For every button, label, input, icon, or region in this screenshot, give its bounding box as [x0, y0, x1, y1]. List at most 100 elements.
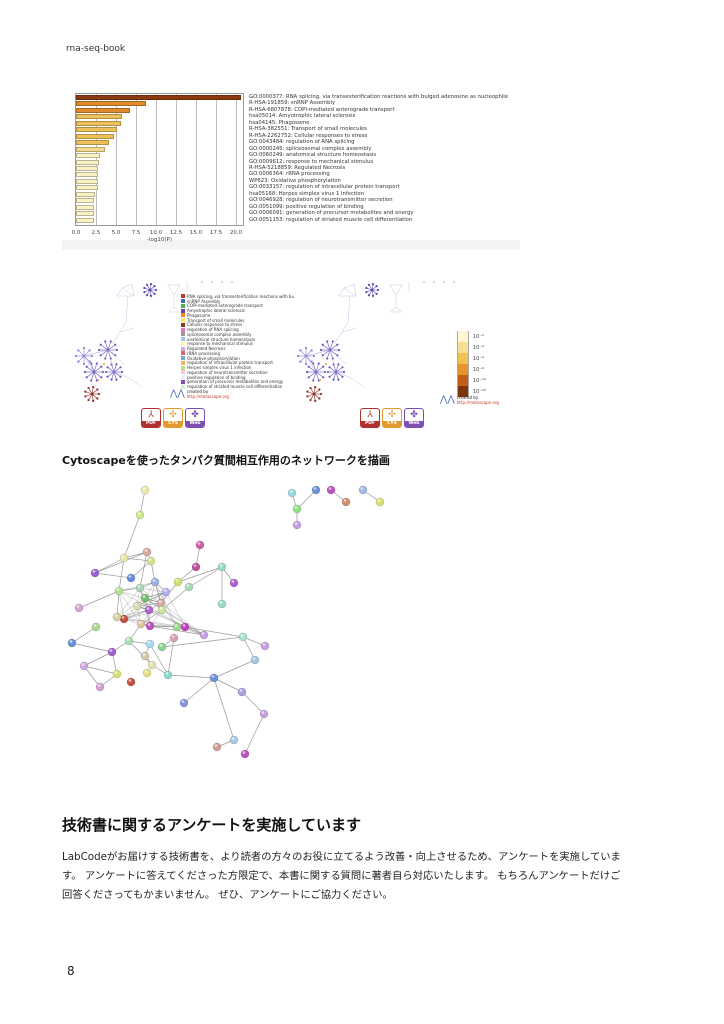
- legend-item: Amyotrophic lateral sclerosis: [181, 308, 294, 313]
- legend-swatch: [181, 294, 185, 299]
- bar: [76, 165, 99, 171]
- legend-swatch: [181, 384, 185, 389]
- x-tick-label: 17.5: [209, 230, 223, 236]
- ppi-network-graph: [67, 485, 385, 759]
- x-tick-label: 12.5: [169, 230, 183, 236]
- bar: [76, 198, 95, 204]
- legend-item: response to mechanical stimulus: [181, 341, 294, 346]
- bar: [76, 146, 105, 152]
- legend-swatch: [181, 322, 185, 327]
- term-label: GO:0051099: positive regulation of bindi…: [249, 203, 364, 210]
- legend-swatch: [181, 299, 185, 304]
- legend-swatch: [181, 337, 185, 342]
- legend-item: Herpes simplex virus 1 infection: [181, 365, 294, 370]
- term-label: GO:0051153: regulation of striated muscl…: [249, 216, 413, 223]
- bar: [76, 211, 94, 217]
- legend-swatch: [181, 303, 185, 308]
- legend-swatch: [181, 351, 185, 356]
- y-axis-term-labels: GO:0000377: RNA splicing, via transester…: [249, 94, 508, 223]
- legend-swatch: [181, 308, 185, 313]
- legend-item: Regulated Necrosis: [181, 346, 294, 351]
- bar: [76, 101, 147, 107]
- web-download-icon: ✤: [410, 410, 418, 420]
- gridline: [136, 94, 137, 225]
- legend-item: COPI-mediated anterograde transport: [181, 303, 294, 308]
- legend-swatch: [181, 365, 185, 370]
- metascape-network-figure: RNA splicing, via transesterification re…: [62, 262, 518, 436]
- legend-item: Cellular responses to stress: [181, 322, 294, 327]
- metascape-logo-icon: ⋀⋀: [440, 395, 455, 405]
- protein-interaction-network: [62, 482, 392, 762]
- metascape-link[interactable]: http://metascape.org: [456, 400, 499, 405]
- legend-item: RNA splicing, via transesterification re…: [181, 294, 294, 299]
- cys-download-button[interactable]: ✣CYS: [163, 408, 183, 428]
- bar: [76, 114, 122, 120]
- legend-item: regulation of RNA splicing: [181, 327, 294, 332]
- running-head: rna-seq-book: [66, 44, 126, 54]
- chart-plot-area: [75, 93, 244, 226]
- pdf-download-icon: ⅄: [148, 410, 154, 420]
- legend-item: Oxidative phosphorylation: [181, 356, 294, 361]
- legend-swatch: [181, 379, 185, 384]
- gridline: [176, 94, 177, 225]
- web-download-button[interactable]: ✤Web: [404, 408, 424, 428]
- legend-swatch: [181, 356, 185, 361]
- term-label: R-HSA-382551: Transport of small molecul…: [249, 126, 367, 133]
- legend-item: positive regulation of binding: [181, 375, 294, 380]
- colorbar-step: 10⁻²⁰: [457, 386, 486, 397]
- term-label: hsa05168: Herpes simplex virus 1 infecti…: [249, 190, 365, 197]
- colorbar-step: 10⁻¹⁰: [457, 375, 486, 386]
- x-tick-label: 7.5: [131, 230, 141, 236]
- figure-bottom-strip: [62, 240, 520, 250]
- figure-caption: Cytoscapeを使ったタンパク質間相互作用のネットワークを描画: [62, 454, 390, 467]
- legend-swatch: [181, 370, 185, 375]
- metascape-logo-icon: ⋀⋀: [170, 389, 185, 399]
- legend-swatch: [181, 327, 185, 332]
- legend-item: Transport of small molecules: [181, 318, 294, 323]
- gridline: [156, 94, 157, 225]
- term-label: GO:0000245: spliceosomal complex assembl…: [249, 145, 372, 152]
- legend-item: regulation of intracellular protein tran…: [181, 360, 294, 365]
- term-label: hsa04145: Phagosome: [249, 119, 310, 126]
- bar: [76, 159, 100, 165]
- term-label: R-HSA-191859: snRNP Assembly: [249, 100, 336, 107]
- legend-swatch: [181, 346, 185, 351]
- legend-item: spliceosomal complex assembly: [181, 332, 294, 337]
- legend-swatch: [181, 360, 185, 365]
- bar: [76, 95, 241, 100]
- term-label: R-HSA-5218859: Regulated Necrosis: [249, 164, 346, 171]
- bar: [76, 178, 98, 184]
- metascape-link[interactable]: http://metascape.org: [186, 394, 229, 399]
- x-tick-label: 0.0: [71, 230, 81, 236]
- term-label: GO:0033157: regulation of intracellular …: [249, 184, 400, 191]
- bar: [76, 185, 98, 191]
- pdf-download-button[interactable]: ⅄PDF: [360, 408, 380, 428]
- bar: [76, 140, 109, 146]
- legend-swatch: [181, 341, 185, 346]
- x-axis-label: -log10(P): [147, 237, 172, 243]
- pdf-download-icon: ⅄: [367, 410, 373, 420]
- legend-swatch: [181, 313, 185, 318]
- term-label: R-HSA-6807878: COPI-mediated anterograde…: [249, 106, 395, 113]
- legend-item: anatomical structure homeostasis: [181, 337, 294, 342]
- bar: [76, 153, 100, 159]
- page-number: 8: [67, 964, 75, 978]
- legend-item: snRNP Assembly: [181, 299, 294, 304]
- colorbar-step: 10⁻⁶: [457, 364, 486, 375]
- cluster-legend: RNA splicing, via transesterification re…: [181, 294, 294, 389]
- x-tick-label: 20.0: [229, 230, 243, 236]
- cys-download-button[interactable]: ✣CYS: [382, 408, 402, 428]
- x-tick-label: 15.0: [189, 230, 203, 236]
- pdf-download-button[interactable]: ⅄PDF: [141, 408, 161, 428]
- x-tick-label: 5.0: [111, 230, 121, 236]
- bar: [76, 133, 115, 139]
- x-tick-label: 10.0: [149, 230, 163, 236]
- term-label: GO:0009612: response to mechanical stimu…: [249, 158, 374, 165]
- web-download-button[interactable]: ✤Web: [185, 408, 205, 428]
- web-download-icon: ✤: [191, 410, 199, 420]
- term-label: R-HSA-2262752: Cellular responses to str…: [249, 132, 368, 139]
